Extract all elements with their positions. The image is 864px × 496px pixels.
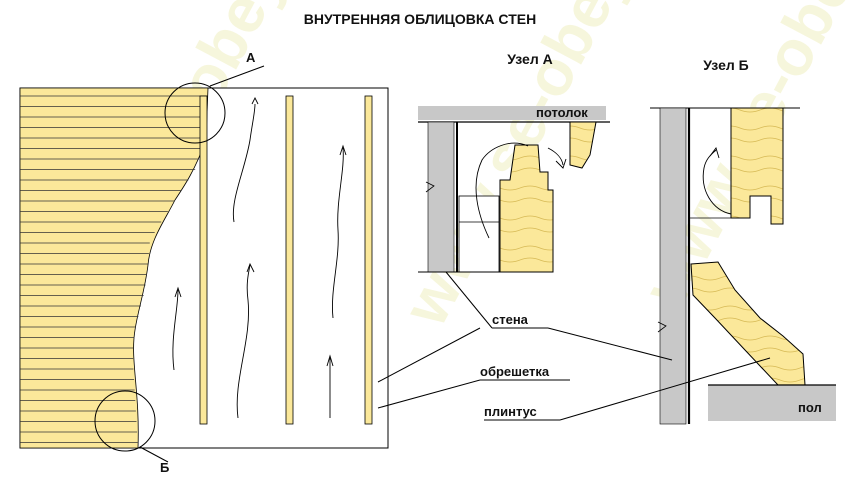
wall-label: стена (492, 312, 529, 327)
cornice-profile (499, 144, 554, 273)
airflow-arrows (172, 96, 347, 419)
callout-b-label: Б (160, 460, 169, 475)
node-a-detail: Узел А потолок (418, 51, 610, 273)
lathing-slat (285, 95, 294, 425)
ceiling-label: потолок (536, 105, 588, 120)
wall-section (659, 107, 687, 425)
ceiling-molding (569, 121, 597, 169)
cladding-boards (19, 87, 209, 449)
wall-section (427, 121, 455, 273)
callout-a-label: А (246, 50, 256, 65)
node-b-detail: Узел Б пол (650, 57, 836, 425)
lathing-slat (199, 95, 208, 425)
node-a-title: Узел А (507, 51, 552, 67)
lathing-label: обрешетка (480, 364, 550, 379)
floor-slab (708, 385, 836, 421)
baseboard-profile (690, 261, 806, 386)
diagram-title: ВНУТРЕННЯЯ ОБЛИЦОВКА СТЕН (304, 11, 536, 27)
callout-circle-b (94, 390, 156, 452)
callout-circle-a (164, 82, 226, 144)
wall-panel-view: А Б (19, 50, 389, 475)
node-b-title: Узел Б (703, 57, 748, 73)
floor-label: пол (798, 400, 822, 415)
baseboard-label: плинтус (484, 404, 537, 419)
lathing-slat (364, 95, 373, 425)
leader-labels: стена обрешетка плинтус (377, 271, 771, 421)
ceiling-slab (418, 106, 606, 120)
upper-profile (730, 107, 784, 225)
lathing-section (458, 195, 500, 273)
